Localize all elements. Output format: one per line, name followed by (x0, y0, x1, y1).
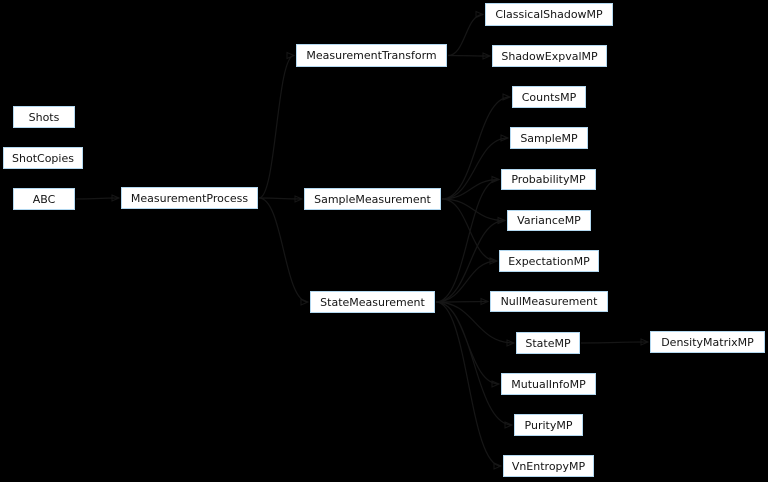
class-node-densitymatrixmp[interactable]: DensityMatrixMP (650, 331, 765, 353)
class-node-mutualinfomp[interactable]: MutualInfoMP (501, 373, 596, 395)
inheritance-edge-statemp-densitymatrixmp (580, 338, 650, 346)
inheritance-edge-statemeasurement-statemp (435, 301, 516, 347)
inheritance-edge-statemeasurement-nullmeasurement (435, 297, 490, 306)
class-node-abc[interactable]: ABC (13, 188, 75, 210)
class-node-variancemp[interactable]: VarianceMP (507, 210, 591, 231)
inheritance-edge-statemeasurement-vnentropymp (435, 301, 503, 470)
inheritance-edge-measurementprocess-measurementtransform (258, 51, 296, 199)
inheritance-edge-samplemeasurement-countsmp (441, 93, 512, 200)
class-node-shots[interactable]: Shots (13, 106, 75, 128)
class-node-countsmp[interactable]: CountsMP (512, 86, 586, 108)
class-node-samplemp[interactable]: SampleMP (510, 127, 588, 149)
inheritance-edge-measurementtransform-classicalshadowmp (447, 10, 485, 57)
inheritance-edge-measurementprocess-samplemeasurement (258, 195, 304, 203)
inheritance-edge-measurementprocess-statemeasurement (258, 197, 310, 306)
class-node-measurementtransform[interactable]: MeasurementTransform (296, 44, 447, 67)
class-node-shotcopies[interactable]: ShotCopies (3, 147, 83, 169)
inheritance-edge-statemeasurement-variancemp (435, 216, 507, 303)
class-node-expectationmp[interactable]: ExpectationMP (499, 250, 599, 272)
class-node-measurementprocess[interactable]: MeasurementProcess (121, 187, 258, 209)
inheritance-edge-samplemeasurement-samplemp (441, 134, 510, 200)
inheritance-edge-abc-measurementprocess (75, 194, 121, 202)
inheritance-edge-samplemeasurement-expectationmp (441, 198, 499, 265)
class-node-probabilitymp[interactable]: ProbabilityMP (501, 169, 596, 190)
class-node-nullmeasurement[interactable]: NullMeasurement (490, 291, 608, 312)
class-node-samplemeasurement[interactable]: SampleMeasurement (304, 188, 441, 210)
class-node-statemp[interactable]: StateMP (516, 332, 580, 354)
inheritance-edge-statemeasurement-probabilitymp (435, 175, 501, 303)
inheritance-edge-statemeasurement-puritymp (435, 301, 514, 429)
inheritance-edge-measurementtransform-shadowexpvalmp (447, 52, 492, 60)
inheritance-edge-samplemeasurement-variancemp (441, 198, 507, 225)
class-node-shadowexpvalmp[interactable]: ShadowExpvalMP (492, 45, 607, 67)
class-node-vnentropymp[interactable]: VnEntropyMP (503, 455, 594, 477)
inheritance-edge-statemeasurement-expectationmp (435, 257, 499, 303)
class-node-classicalshadowmp[interactable]: ClassicalShadowMP (485, 3, 613, 26)
class-node-statemeasurement[interactable]: StateMeasurement (310, 291, 435, 313)
class-node-puritymp[interactable]: PurityMP (514, 414, 583, 436)
